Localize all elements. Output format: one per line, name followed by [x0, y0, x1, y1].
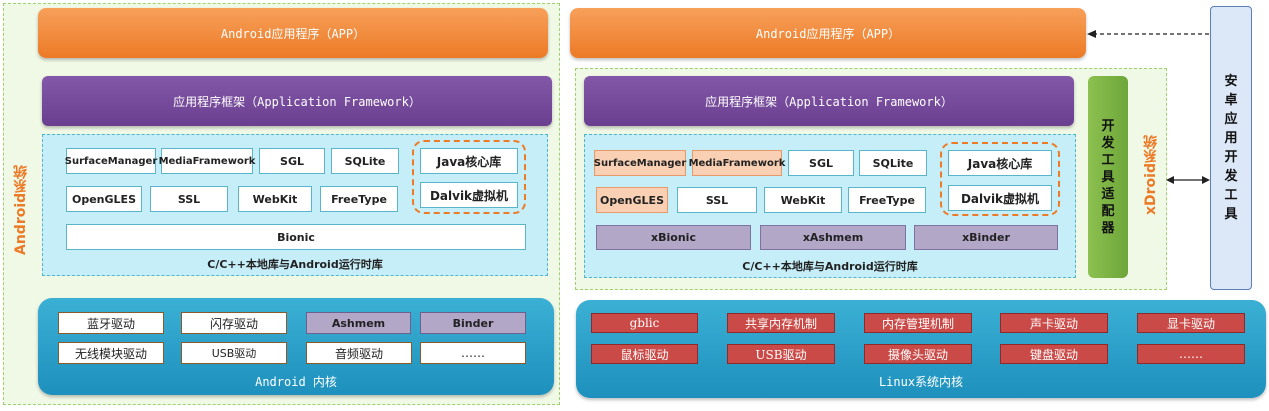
left-lib-opengles: OpenGLES — [66, 186, 142, 212]
left-framework-layer: 应用程序框架（Application Framework） — [42, 76, 552, 126]
left-kernel-flash-driver: 闪存驱动 — [181, 312, 287, 334]
left-dalvik-vm: Dalvik虚拟机 — [420, 182, 518, 208]
right-lib-freetype: FreeType — [848, 187, 926, 213]
left-runtime-group — [412, 140, 526, 214]
right-dalvik-vm: Dalvik虚拟机 — [948, 185, 1052, 211]
right-lib-mediaframework: MediaFramework — [689, 150, 785, 176]
left-lib-webkit: WebKit — [238, 186, 312, 212]
right-kernel-graphics-driver: 显卡驱动 — [1137, 313, 1245, 333]
right-kernel-more: …… — [1137, 344, 1245, 364]
linux-kernel-caption: Linux系统内核 — [878, 374, 964, 389]
android-dev-tools: 安卓应用开发工具 — [1210, 6, 1252, 290]
left-libraries-caption: C/C++本地库与Android运行时库 — [207, 258, 383, 271]
right-kernel-memory-management: 内存管理机制 — [864, 313, 972, 333]
left-lib-bionic: Bionic — [66, 224, 526, 250]
right-lib-xashmem: xAshmem — [760, 225, 906, 250]
right-lib-sqlite: SQLite — [859, 150, 927, 176]
double-arrow-adapter-tools — [1166, 176, 1210, 184]
left-app-layer: Android应用程序（APP） — [38, 8, 548, 58]
right-lib-ssl: SSL — [677, 187, 757, 213]
right-libraries-caption: C/C++本地库与Android运行时库 — [742, 260, 918, 273]
right-kernel-usb-driver: USB驱动 — [727, 344, 835, 364]
left-lib-freetype: FreeType — [320, 186, 398, 212]
right-kernel-camera-driver: 摄像头驱动 — [864, 344, 972, 364]
dashed-arrow-to-app — [1087, 30, 1209, 38]
left-lib-ssl: SSL — [150, 186, 228, 212]
right-lib-webkit: WebKit — [764, 187, 842, 213]
right-kernel-gblic: gblic — [591, 313, 698, 333]
left-kernel-bluetooth-driver: 蓝牙驱动 — [58, 312, 164, 334]
dev-tool-adapter: 开发工具适配器 — [1088, 76, 1128, 278]
right-lib-xbionic: xBionic — [596, 225, 751, 250]
right-lib-surfacemanager: SurfaceManager — [594, 150, 686, 176]
left-kernel-caption: Android 内核 — [255, 374, 337, 389]
left-kernel-ashmem: Ashmem — [306, 312, 411, 334]
left-kernel-binder: Binder — [420, 312, 526, 334]
right-kernel-keyboard-driver: 键盘驱动 — [1000, 344, 1108, 364]
left-kernel-audio-driver: 音频驱动 — [306, 342, 412, 364]
left-kernel-more: …… — [420, 342, 526, 364]
right-app-layer: Android应用程序（APP） — [570, 8, 1086, 58]
right-runtime-group — [940, 142, 1060, 216]
right-lib-sgl: SGL — [788, 150, 854, 176]
left-lib-mediaframework: MediaFramework — [159, 148, 255, 174]
left-java-core-lib: Java核心库 — [420, 148, 518, 174]
right-kernel-sound-driver: 声卡驱动 — [1000, 313, 1108, 333]
left-lib-sgl: SGL — [259, 148, 325, 174]
right-lib-opengles: OpenGLES — [596, 187, 668, 213]
left-kernel-wireless-driver: 无线模块驱动 — [58, 342, 164, 364]
left-lib-surfacemanager: SurfaceManager — [65, 148, 157, 174]
right-framework-layer: 应用程序框架（Application Framework） — [584, 76, 1074, 126]
left-lib-sqlite: SQLite — [331, 148, 399, 174]
right-java-core-lib: Java核心库 — [948, 150, 1052, 176]
right-kernel-mouse-driver: 鼠标驱动 — [591, 344, 698, 364]
left-kernel-usb-driver: USB驱动 — [181, 342, 287, 364]
right-lib-xbinder: xBinder — [914, 225, 1058, 250]
right-kernel-shared-memory: 共享内存机制 — [727, 313, 835, 333]
